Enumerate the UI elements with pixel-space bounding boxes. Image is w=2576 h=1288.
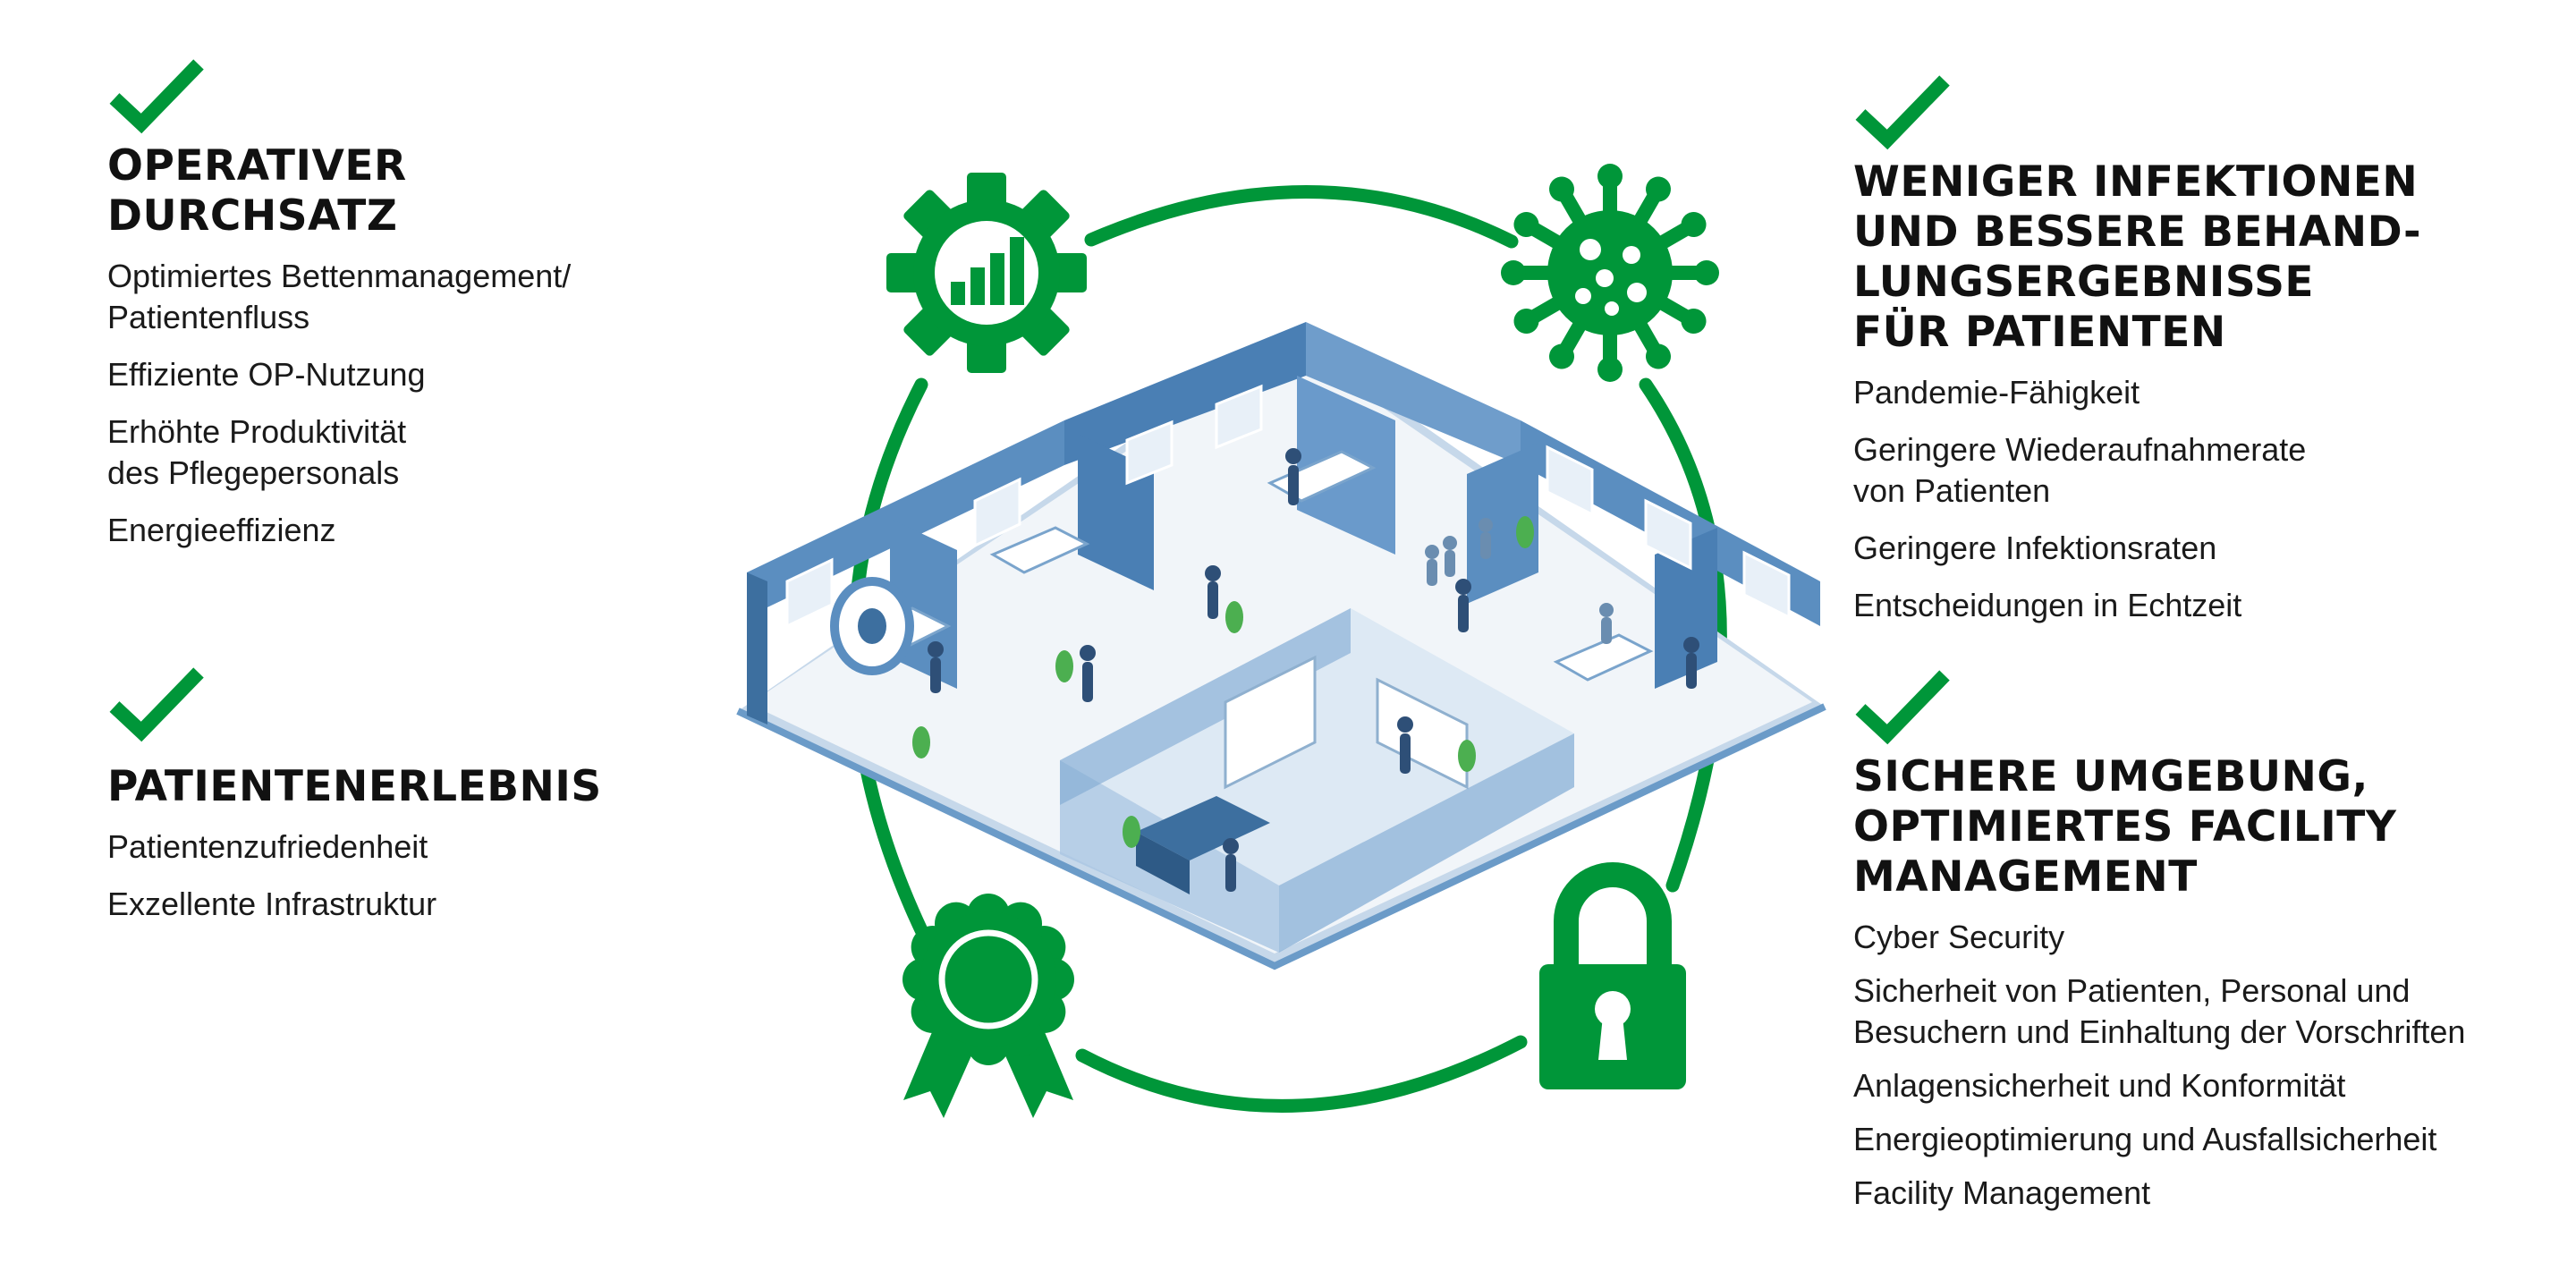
list-item: Sicherheit von Patienten, Personal und B…: [1853, 970, 2551, 1053]
item-line: Sicherheit von Patienten, Personal und: [1853, 972, 2411, 1009]
list-item: Erhöhte Produktivität des Pflegepersonal…: [107, 411, 680, 494]
list-item: Geringere Wiederaufnahmerate von Patient…: [1853, 429, 2533, 512]
section-title: SICHERE UMGEBUNG, OPTIMIERTES FACILITY M…: [1853, 752, 2551, 902]
check-icon: [1855, 75, 1950, 150]
title-line: WENIGER INFEKTIONEN: [1853, 157, 2419, 207]
title-line: OPERATIVER: [107, 141, 407, 191]
check-icon: [109, 59, 204, 134]
section-fewer-infections: WENIGER INFEKTIONEN UND BESSERE BEHAND- …: [1853, 72, 2533, 642]
padlock-icon: [1539, 862, 1686, 1089]
title-line: UND BESSERE BEHAND-: [1853, 208, 2422, 257]
hospital-floorplan-illustration: [736, 322, 1826, 970]
list-item: Anlagensicherheit und Konformität: [1853, 1065, 2551, 1106]
item-line: Besuchern und Einhaltung der Vorschrifte…: [1853, 1013, 2466, 1050]
title-line: LUNGSERGEBNISSE: [1853, 258, 2315, 307]
item-line: Facility Management: [1853, 1174, 2151, 1211]
item-line: von Patienten: [1853, 472, 2051, 509]
item-line: Effiziente OP-Nutzung: [107, 356, 426, 393]
section-safe-environment: SICHERE UMGEBUNG, OPTIMIERTES FACILITY M…: [1853, 666, 2551, 1214]
section-title: WENIGER INFEKTIONEN UND BESSERE BEHAND- …: [1853, 157, 2533, 358]
section-title: PATIENTENERLEBNIS: [107, 762, 680, 812]
item-line: Anlagensicherheit und Konformität: [1853, 1067, 2346, 1104]
title-line: DURCHSATZ: [107, 191, 398, 241]
item-line: Energieoptimierung und Ausfallsicherheit: [1853, 1121, 2437, 1157]
item-line: des Pflegepersonals: [107, 454, 400, 491]
section-patient-experience: PATIENTENERLEBNIS Patientenzufriedenheit…: [107, 664, 680, 941]
award-ribbon-icon: [902, 894, 1074, 1118]
title-line: PATIENTENERLEBNIS: [107, 762, 602, 811]
list-item: Energieeffizienz: [107, 510, 680, 551]
item-line: Cyber Security: [1853, 919, 2065, 955]
item-line: Entscheidungen in Echtzeit: [1853, 587, 2242, 623]
item-line: Patientenfluss: [107, 299, 310, 335]
item-line: Geringere Wiederaufnahmerate: [1853, 431, 2307, 468]
list-item: Pandemie-Fähigkeit: [1853, 372, 2533, 413]
gear-chart-icon: [886, 173, 1087, 373]
list-item: Patientenzufriedenheit: [107, 826, 680, 868]
title-line: MANAGEMENT: [1853, 852, 2198, 902]
list-item: Facility Management: [1853, 1173, 2551, 1214]
virus-icon: [1501, 164, 1719, 382]
check-icon: [109, 667, 204, 742]
list-item: Optimiertes Bettenmanagement/ Patientenf…: [107, 256, 680, 338]
list-item: Entscheidungen in Echtzeit: [1853, 585, 2533, 626]
title-line: FÜR PATIENTEN: [1853, 308, 2226, 357]
item-line: Exzellente Infrastruktur: [107, 886, 437, 922]
list-item: Cyber Security: [1853, 917, 2551, 958]
section-operational-throughput: OPERATIVER DURCHSATZ Optimiertes Bettenm…: [107, 55, 680, 567]
item-line: Geringere Infektionsraten: [1853, 530, 2217, 566]
list-item: Energieoptimierung und Ausfallsicherheit: [1853, 1119, 2551, 1160]
title-line: SICHERE UMGEBUNG,: [1853, 752, 2368, 801]
item-line: Erhöhte Produktivität: [107, 413, 407, 450]
title-line: OPTIMIERTES FACILITY: [1853, 802, 2397, 852]
item-line: Energieeffizienz: [107, 512, 336, 548]
section-title: OPERATIVER DURCHSATZ: [107, 141, 680, 242]
check-icon: [1855, 670, 1950, 745]
list-item: Exzellente Infrastruktur: [107, 884, 680, 925]
list-item: Effiziente OP-Nutzung: [107, 354, 680, 395]
item-line: Optimiertes Bettenmanagement/: [107, 258, 572, 294]
item-line: Patientenzufriedenheit: [107, 828, 428, 865]
item-line: Pandemie-Fähigkeit: [1853, 374, 2140, 411]
list-item: Geringere Infektionsraten: [1853, 528, 2533, 569]
